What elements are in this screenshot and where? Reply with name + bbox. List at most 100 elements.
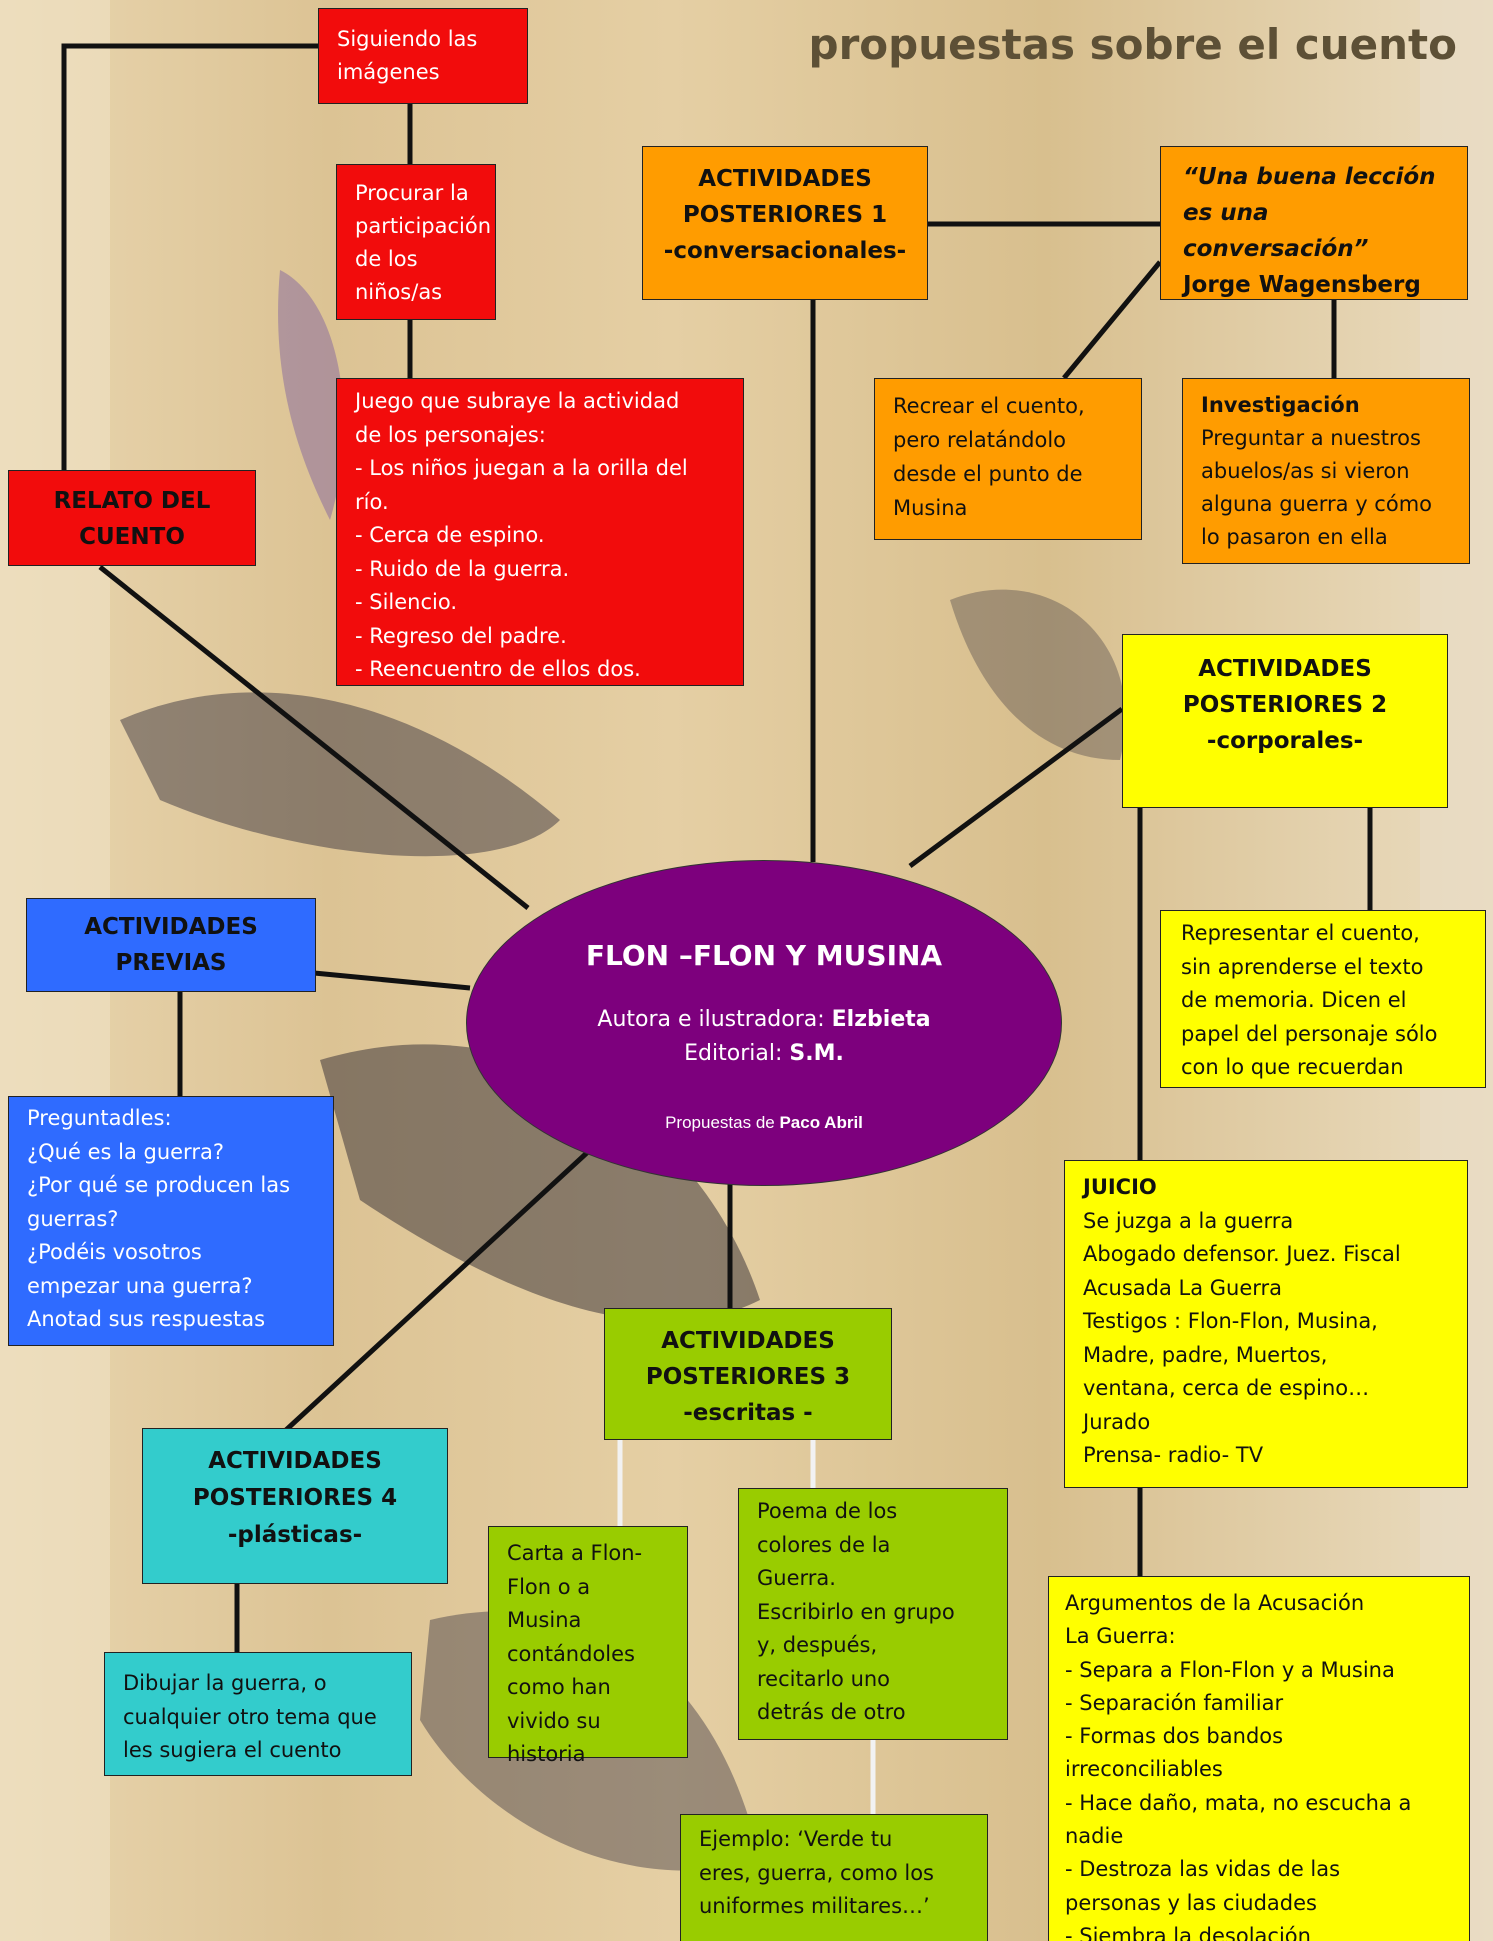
investigacion-box: Investigación Preguntar a nuestros abuel… <box>1182 378 1470 564</box>
argumentos-line: Argumentos de la Acusación <box>1065 1591 1365 1615</box>
juego-line: - Ruido de la guerra. <box>355 556 570 581</box>
posteriores4-box: ACTIVIDADES POSTERIORES 4 -plásticas- <box>142 1428 448 1584</box>
line-previas-center <box>313 970 471 991</box>
line-post4-center <box>284 1148 592 1432</box>
juicio-line: Acusada La Guerra <box>1083 1275 1283 1300</box>
argumentos-line: - Separa a Flon-Flon y a Musina <box>1065 1657 1395 1682</box>
recrear-line: pero relatándolo <box>893 428 1067 452</box>
previas-box: ACTIVIDADES PREVIAS <box>26 898 316 992</box>
editorial-name: S.M. <box>789 1041 844 1066</box>
representar-line: sin aprenderse el texto <box>1181 954 1424 979</box>
carta-line: vivido su <box>507 1708 601 1733</box>
argumentos-line: - Formas dos bandos <box>1065 1724 1284 1749</box>
procurar-box: Procurar la participación de los niños/a… <box>336 164 496 320</box>
author-name: Elzbieta <box>831 1007 931 1032</box>
argumentos-line: - Separación familiar <box>1065 1690 1284 1715</box>
center-author: Autora e ilustradora: Elzbieta <box>467 1007 1061 1032</box>
investigacion-line: alguna guerra y cómo <box>1201 492 1432 516</box>
poema-line: y, después, <box>757 1633 878 1657</box>
siguiendo-box: Siguiendo las imágenes <box>318 8 528 104</box>
siguiendo-line: Siguiendo las <box>337 27 478 51</box>
procurar-line: niños/as <box>355 280 443 304</box>
argumentos-line: - Destroza las vidas de las <box>1065 1857 1341 1882</box>
relato-title-line: CUENTO <box>79 524 185 550</box>
juicio-line: Madre, padre, Muertos, <box>1083 1342 1328 1367</box>
preguntas-box: Preguntadles: ¿Qué es la guerra? ¿Por qu… <box>8 1096 334 1346</box>
procurar-line: Procurar la <box>355 181 469 205</box>
argumentos-line: personas y las ciudades <box>1065 1890 1317 1915</box>
poema-line: recitarlo uno <box>757 1666 891 1691</box>
recrear-box: Recrear el cuento, pero relatándolo desd… <box>874 378 1142 540</box>
proposals-name: Paco Abril <box>779 1113 863 1132</box>
author-label: Autora e ilustradora: <box>597 1007 832 1032</box>
juicio-line: Prensa- radio- TV <box>1083 1443 1264 1467</box>
representar-line: con lo que recuerdan <box>1181 1055 1404 1079</box>
preguntas-line: ¿Por qué se producen las <box>27 1173 291 1197</box>
dibujar-line: Dibujar la guerra, o <box>123 1671 327 1695</box>
posteriores4-title-line: ACTIVIDADES <box>208 1448 382 1474</box>
posteriores1-title-line: POSTERIORES 1 <box>682 202 888 228</box>
quote-line: “Una buena lección <box>1183 164 1436 190</box>
carta-line: Flon o a Musina <box>507 1574 591 1633</box>
poema-line: colores de la <box>757 1532 891 1557</box>
posteriores4-title-line: POSTERIORES 4 <box>192 1485 398 1511</box>
juicio-line: Jurado <box>1083 1409 1151 1434</box>
juego-line: - Cerca de espino. <box>355 523 545 547</box>
recrear-line: Recrear el cuento, <box>893 394 1085 418</box>
juicio-line: Se juzga a la guerra <box>1083 1208 1294 1233</box>
previas-title-line: ACTIVIDADES <box>84 914 258 940</box>
investigacion-line: abuelos/as si vieron <box>1201 459 1410 483</box>
quote-author: Jorge Wagensberg <box>1183 272 1421 298</box>
preguntas-line: empezar una guerra? <box>27 1273 253 1298</box>
investigacion-line: lo pasaron en ella <box>1201 525 1388 549</box>
page-title: propuestas sobre el cuento <box>808 20 1457 69</box>
posteriores3-title-line: ACTIVIDADES <box>661 1328 835 1354</box>
ejemplo-line: eres, guerra, como los <box>699 1860 934 1885</box>
procurar-line: participación <box>355 214 492 238</box>
recrear-line: Musina <box>893 496 968 520</box>
juego-line: de los personajes: <box>355 422 546 447</box>
posteriores1-title-line: -conversacionales- <box>663 238 907 264</box>
carta-box: Carta a Flon- Flon o a Musina contándole… <box>488 1526 688 1766</box>
relato-box: RELATO DEL CUENTO <box>8 470 256 566</box>
argumentos-line: nadie <box>1065 1824 1124 1849</box>
posteriores2-title-line: POSTERIORES 2 <box>1182 692 1388 718</box>
posteriores2-box: ACTIVIDADES POSTERIORES 2 -corporales- <box>1122 634 1448 808</box>
posteriores3-box: ACTIVIDADES POSTERIORES 3 -escritas - <box>604 1308 892 1440</box>
carta-line: historia <box>507 1742 586 1766</box>
dibujar-line: les sugiera el cuento <box>123 1738 342 1762</box>
juego-line: - Regreso del padre. <box>355 623 567 648</box>
line-post2-center <box>908 706 1124 869</box>
quote-line: es una conversación” <box>1183 200 1369 262</box>
preguntas-line: Preguntadles: <box>27 1106 172 1130</box>
dibujar-line: cualquier otro tema que <box>123 1704 377 1729</box>
poema-line: Poema de los <box>757 1499 898 1523</box>
posteriores2-title-line: -corporales- <box>1206 728 1364 754</box>
poema-line: Escribirlo en grupo <box>757 1599 955 1624</box>
juego-line: Juego que subraye la actividad <box>355 389 680 413</box>
juego-line: - Reencuentro de ellos dos. <box>355 657 641 681</box>
representar-line: Representar el cuento, <box>1181 921 1420 945</box>
posteriores4-title-line: -plásticas- <box>227 1522 363 1548</box>
center-editorial: Editorial: S.M. <box>467 1041 1061 1066</box>
argumentos-line: La Guerra: <box>1065 1624 1176 1649</box>
juicio-box: JUICIO Se juzga a la guerra Abogado defe… <box>1064 1160 1468 1488</box>
posteriores1-box: ACTIVIDADES POSTERIORES 1 -conversaciona… <box>642 146 928 300</box>
argumentos-box: Argumentos de la Acusación La Guerra: - … <box>1048 1576 1470 1941</box>
posteriores1-title-line: ACTIVIDADES <box>698 166 872 192</box>
line-relato-siguiendo <box>61 43 318 472</box>
carta-line: contándoles <box>507 1641 635 1666</box>
preguntas-line: guerras? <box>27 1206 119 1231</box>
posteriores3-title-line: -escritas - <box>683 1400 813 1426</box>
quote-box: “Una buena lección es una conversación” … <box>1160 146 1468 300</box>
juego-line: - Silencio. <box>355 590 458 614</box>
juicio-title: JUICIO <box>1083 1175 1157 1199</box>
preguntas-line: Anotad sus respuestas <box>27 1307 266 1331</box>
editorial-label: Editorial: <box>684 1041 790 1066</box>
procurar-line: de los <box>355 247 418 271</box>
ejemplo-line: uniformes militares…’ <box>699 1894 930 1918</box>
juego-line: río. <box>355 489 389 514</box>
poema-line: detrás de otro <box>757 1700 906 1724</box>
line-relato-center <box>98 565 530 910</box>
preguntas-line: ¿Qué es la guerra? <box>27 1139 224 1164</box>
